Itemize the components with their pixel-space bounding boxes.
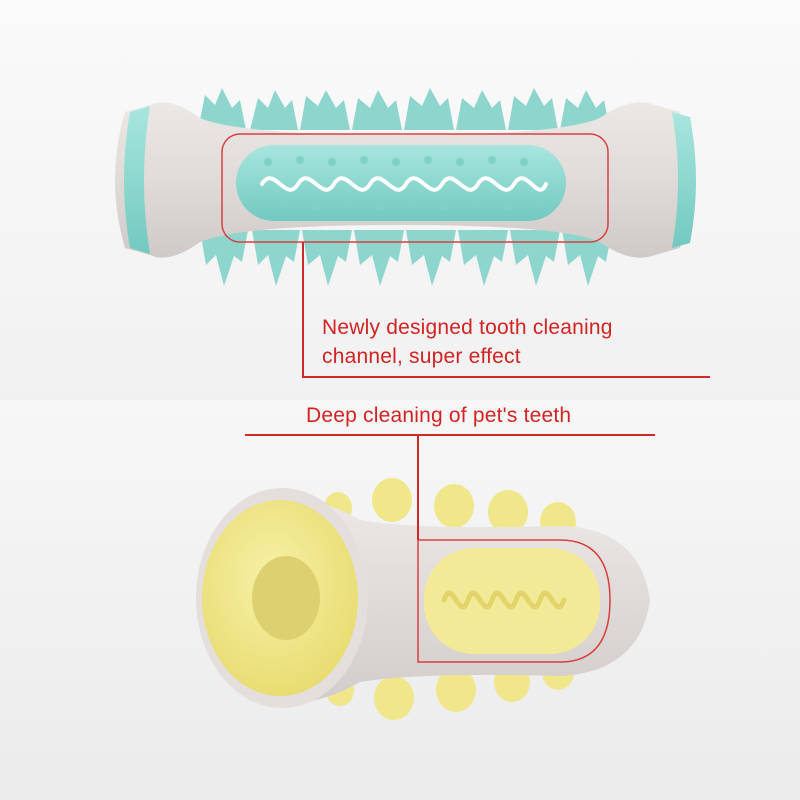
tooth-channel-caption-line-2: channel, super effect [322, 345, 521, 368]
callout-2-horizontal-line [245, 434, 655, 436]
deep-cleaning-caption: Deep cleaning of pet's teeth [306, 404, 572, 427]
yellow-end-hole [252, 556, 320, 640]
mint-left-cap [124, 106, 150, 254]
mint-channel-bumps [264, 156, 544, 210]
mint-right-cap [672, 112, 696, 248]
yellow-wave-groove [441, 590, 567, 610]
tooth-channel-caption-line-1: Newly designed tooth cleaning [322, 316, 613, 339]
mint-chew-toy-illustration [115, 88, 696, 286]
callout-1-horizontal-line [302, 376, 710, 378]
tooth-channel-caption: Newly designed tooth cleaning channel, s… [322, 313, 613, 371]
yellow-channel-highlight-box [417, 539, 611, 663]
callout-1-vertical-line [302, 242, 304, 378]
callout-2-vertical-line [417, 434, 419, 540]
mint-bottom-nubs [200, 230, 612, 286]
mint-wave-groove [260, 176, 548, 192]
mint-cleaning-channel [236, 145, 566, 221]
mint-channel-highlight-box [221, 133, 609, 243]
yellow-cleaning-channel [424, 548, 600, 654]
